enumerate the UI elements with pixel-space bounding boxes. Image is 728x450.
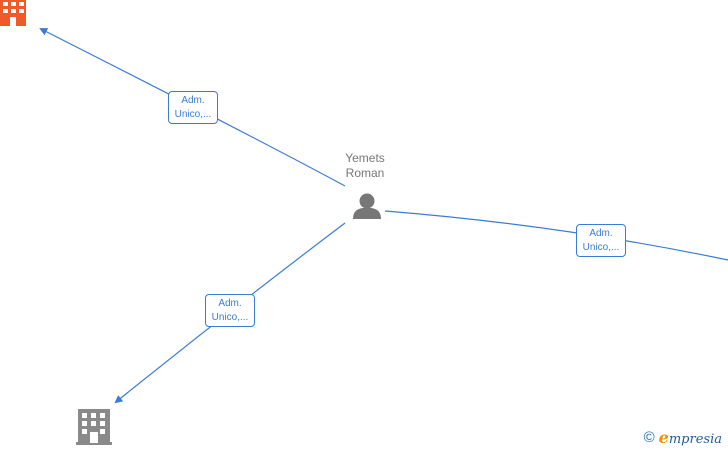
person-name-line1: Yemets: [345, 151, 385, 165]
person-node[interactable]: [353, 193, 381, 220]
company-node-bottom-left[interactable]: [76, 409, 112, 445]
edge-role: Adm.: [181, 95, 205, 106]
edge-role-detail: Unico,...: [174, 109, 212, 120]
building-icon: [76, 409, 112, 445]
brand-logo: empresia: [658, 428, 722, 447]
edge-role: Adm.: [589, 228, 613, 239]
person-name: Yemets Roman: [325, 151, 405, 181]
person-icon: [353, 193, 381, 219]
edge-label-bottom-left[interactable]: Adm. Unico,...: [205, 294, 255, 327]
building-icon: [0, 0, 26, 26]
copyright-icon: ©: [643, 429, 655, 446]
edge-line-top-left: [39, 28, 346, 187]
edge-line-right: [384, 210, 728, 261]
company-node-top-left[interactable]: [0, 0, 26, 26]
edge-role-detail: Unico,...: [211, 312, 249, 323]
person-name-line2: Roman: [345, 166, 385, 180]
edge-role: Adm.: [218, 298, 242, 309]
empresia-watermark[interactable]: © empresia: [644, 428, 722, 447]
edge-role-detail: Unico,...: [582, 242, 620, 253]
edge-label-top-left[interactable]: Adm. Unico,...: [168, 91, 218, 124]
edge-label-right[interactable]: Adm. Unico,...: [576, 224, 626, 257]
